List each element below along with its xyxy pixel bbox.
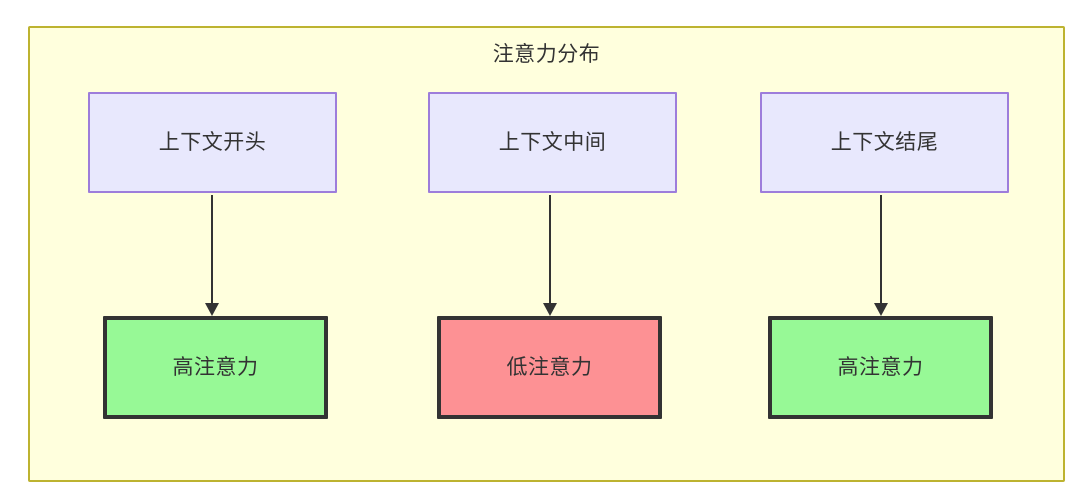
node-high-attention-start[interactable]: 高注意力 — [103, 316, 328, 419]
node-low-attention-middle[interactable]: 低注意力 — [437, 316, 662, 419]
node-high-attention-end[interactable]: 高注意力 — [768, 316, 993, 419]
node-context-middle[interactable]: 上下文中间 — [428, 92, 677, 193]
diagram-title: 注意力分布 — [492, 43, 601, 66]
node-context-end[interactable]: 上下文结尾 — [760, 92, 1009, 193]
node-context-start[interactable]: 上下文开头 — [88, 92, 337, 193]
